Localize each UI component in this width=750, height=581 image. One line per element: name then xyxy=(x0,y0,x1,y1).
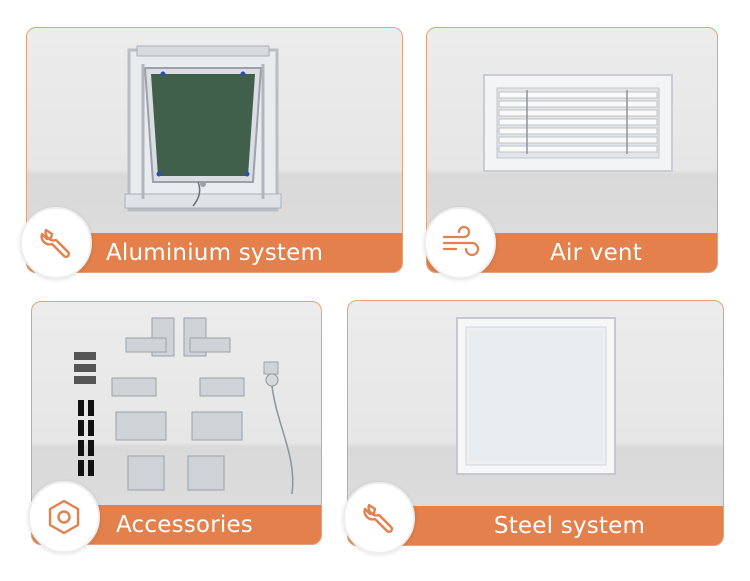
card-icon-badge xyxy=(343,482,415,554)
card-steel-system[interactable]: Steel system xyxy=(347,300,724,546)
air-vent-image xyxy=(483,74,673,172)
steel-access-panel-image xyxy=(456,317,616,475)
card-accessories[interactable]: Accessories xyxy=(31,301,322,545)
wrench-icon xyxy=(40,228,71,259)
card-air-vent[interactable]: Air vent xyxy=(426,27,718,273)
card-icon-badge xyxy=(20,207,92,279)
card-icon-badge xyxy=(28,481,100,553)
accessories-image xyxy=(74,317,294,495)
wrench-icon xyxy=(363,503,394,534)
card-icon-badge xyxy=(424,207,496,279)
hexagon-nut-icon xyxy=(48,499,80,535)
wind-icon xyxy=(442,225,480,257)
aluminium-access-panel-image xyxy=(124,45,282,212)
card-aluminium-system[interactable]: Aluminium system xyxy=(26,27,403,273)
